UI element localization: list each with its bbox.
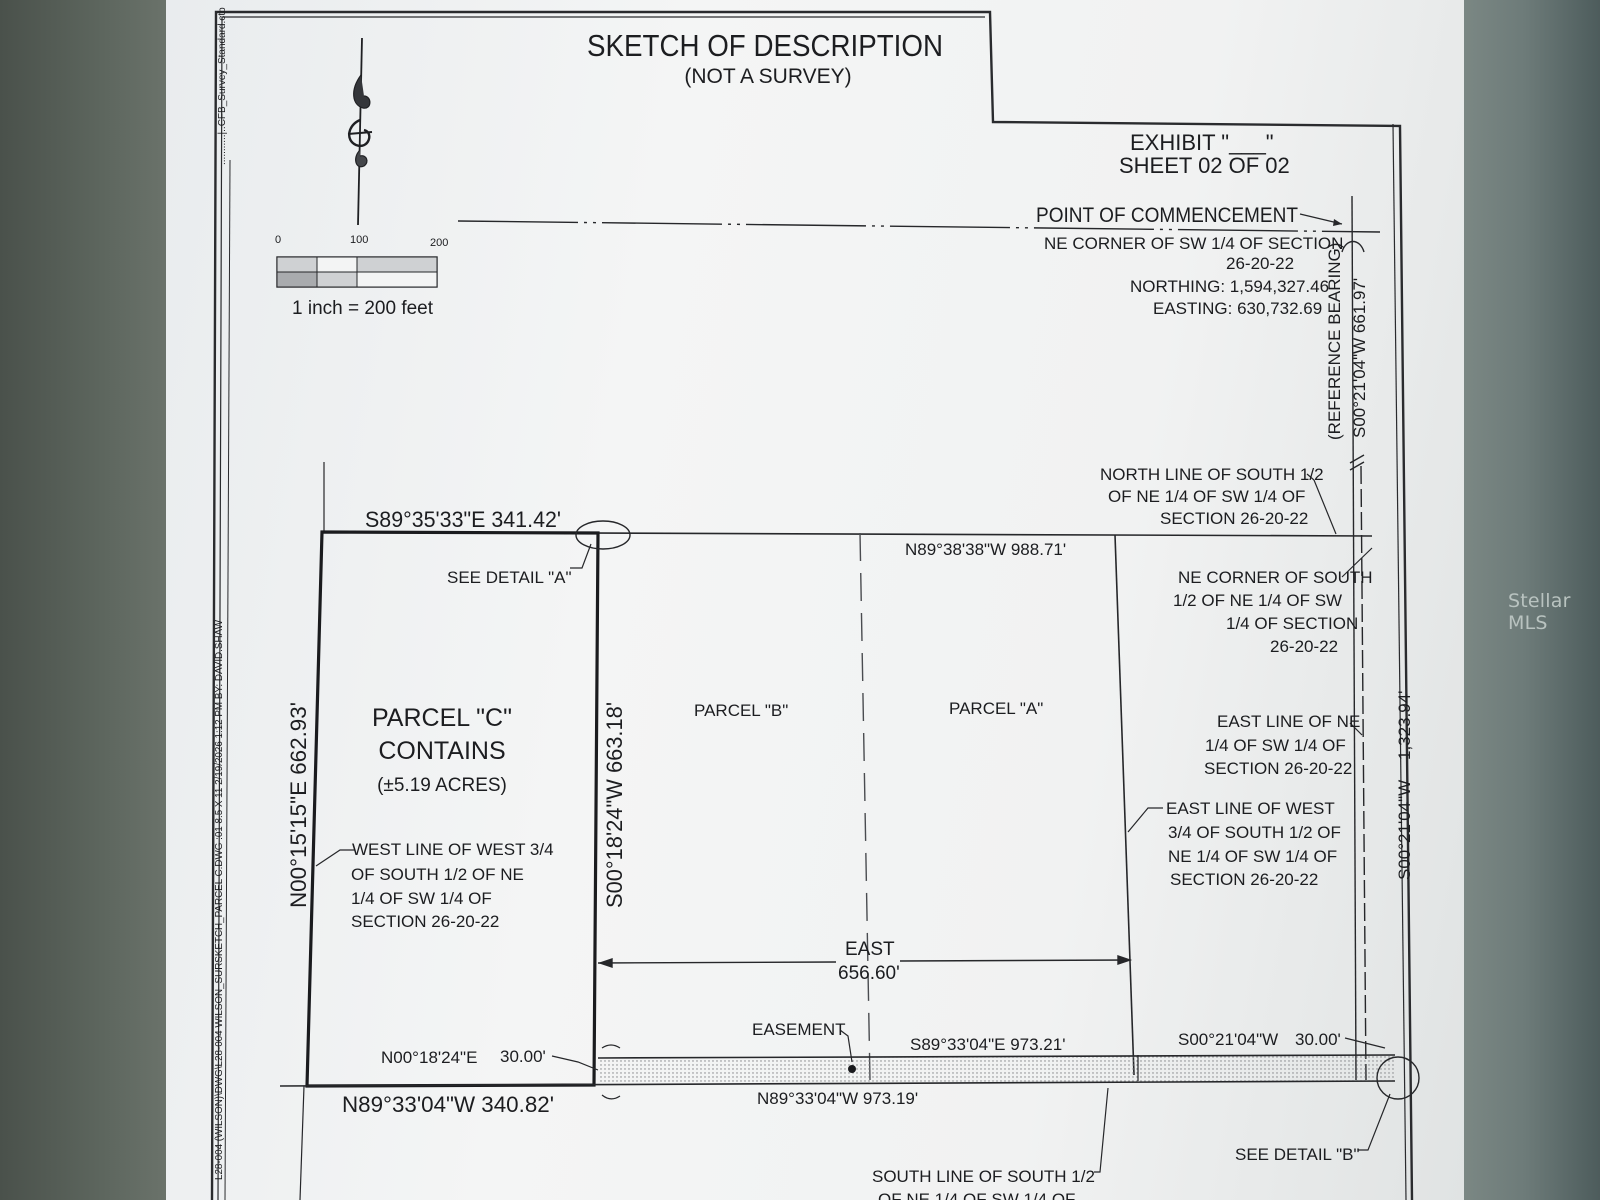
east-line-west-note-1: EAST LINE OF WEST xyxy=(1166,799,1335,818)
north-bearing: S89°35'33"E 341.42' xyxy=(365,507,561,532)
east-c-bearing: S00°18'24"W 663.18' xyxy=(602,702,627,908)
west-line-note-4: SECTION 26-20-22 xyxy=(351,912,499,931)
east-line-ne-note: EAST LINE OF NE 1/4 OF SW 1/4 OF SECTION… xyxy=(1204,712,1360,778)
point-of-commencement: POINT OF COMMENCEMENT NE CORNER OF SW 1/… xyxy=(457,195,1381,1081)
scale-tick-200: 200 xyxy=(430,237,448,249)
east-distance-right: 1,323.94' xyxy=(1395,691,1414,760)
parcel-c-contains: CONTAINS xyxy=(378,737,505,765)
file-info: ...........|..CFB_Survey_Standard.ctb xyxy=(217,7,228,165)
leader-lines xyxy=(315,473,1386,1173)
east-line-west-note: EAST LINE OF WEST 3/4 OF SOUTH 1/2 OF NE… xyxy=(1166,799,1341,889)
east-line-west-note-2: 3/4 OF SOUTH 1/2 OF xyxy=(1168,823,1341,842)
ne-corner-note-4: 26-20-22 xyxy=(1270,637,1338,656)
east-line-west-3-4 xyxy=(1114,534,1135,1076)
scale-text: 1 inch = 200 feet xyxy=(292,298,434,319)
ne-corner-note-3: 1/4 OF SECTION xyxy=(1226,614,1358,633)
scale-bar: 0 100 200 1 inch = 200 feet xyxy=(275,234,448,319)
easement-label: EASEMENT xyxy=(752,1020,846,1039)
parcel-c-name: PARCEL "C" xyxy=(372,704,512,732)
inner-c-distance: 30.00' xyxy=(500,1047,546,1066)
easement-strip xyxy=(279,1054,1396,1087)
west-bearing: N00°15'15"E 662.93' xyxy=(286,702,311,908)
sheet-subtitle: (NOT A SURVEY) xyxy=(684,65,851,88)
sheet-border xyxy=(210,10,1414,1200)
easement-top-bearing: S89°33'04"E 973.21' xyxy=(910,1035,1065,1054)
north-line-note-1: NORTH LINE OF SOUTH 1/2 xyxy=(1100,465,1324,484)
south-c-bearing: N89°33'04"W 340.82' xyxy=(342,1092,554,1117)
table-surface-right xyxy=(1450,0,1600,1200)
east-line-west-note-3: NE 1/4 OF SW 1/4 OF xyxy=(1168,847,1337,866)
commencement-line2: 26-20-22 xyxy=(1226,254,1294,273)
see-detail-b: SEE DETAIL "B" xyxy=(1235,1145,1360,1164)
northing: NORTHING: 1,594,327.46 xyxy=(1130,277,1329,296)
exhibit-label: EXHIBIT "___" xyxy=(1130,130,1274,155)
north-line-note-3: SECTION 26-20-22 xyxy=(1160,509,1308,528)
north-long-bearing: N89°38'38"W 988.71' xyxy=(905,540,1066,559)
parcel-c-boundary xyxy=(305,530,600,1088)
plot-info: L28-004 (WILSON)\DWG\L28-004 WILSON_SURS… xyxy=(214,619,225,1180)
north-arrow-icon xyxy=(347,37,373,226)
east-dimension xyxy=(597,955,1133,968)
east-bearing-right: S00°21'04"W xyxy=(1395,780,1414,880)
inner-c-bearing: N00°18'24"E xyxy=(381,1048,477,1067)
east-line-ne-note-3: SECTION 26-20-22 xyxy=(1204,759,1352,778)
north-line-note: NORTH LINE OF SOUTH 1/2 OF NE 1/4 OF SW … xyxy=(1100,465,1324,528)
west-line-note-1: WEST LINE OF WEST 3/4 xyxy=(352,840,554,859)
east-bearing-top: S00°21'04"W 661.97' xyxy=(1350,278,1369,438)
parcel-a-label: PARCEL "A" xyxy=(949,699,1043,718)
ne-corner-note-2: 1/2 OF NE 1/4 OF SW xyxy=(1173,591,1342,610)
east-line-west-note-4: SECTION 26-20-22 xyxy=(1170,870,1318,889)
ne-corner-note-1: NE CORNER OF SOUTH xyxy=(1178,568,1373,587)
s00-bottom-bearing: S00°21'04"W xyxy=(1178,1030,1278,1049)
parcel-c-acres: (±5.19 ACRES) xyxy=(377,775,507,796)
watermark: Stellar MLS xyxy=(1508,590,1571,634)
table-surface-left xyxy=(0,0,170,1200)
scale-tick-100: 100 xyxy=(350,234,368,246)
detail-a-circle xyxy=(575,520,631,550)
west-line-note-3: 1/4 OF SW 1/4 OF xyxy=(351,889,492,908)
east-distance: 656.60' xyxy=(838,963,900,984)
west-line-note: WEST LINE OF WEST 3/4 OF SOUTH 1/2 OF NE… xyxy=(351,840,554,931)
east-line-ne-note-2: 1/4 OF SW 1/4 OF xyxy=(1205,736,1346,755)
east-label: EAST xyxy=(845,939,895,960)
detail-b-circle xyxy=(1376,1056,1420,1100)
easting: EASTING: 630,732.69 xyxy=(1153,299,1322,318)
parcel-b-label: PARCEL "B" xyxy=(694,701,788,720)
south-line-note: SOUTH LINE OF SOUTH 1/2 OF NE 1/4 OF SW … xyxy=(872,1167,1095,1200)
commencement-label: POINT OF COMMENCEMENT xyxy=(1036,204,1298,227)
east-line-ne-note-1: EAST LINE OF NE xyxy=(1217,712,1360,731)
north-line-note-2: OF NE 1/4 OF SW 1/4 OF xyxy=(1108,487,1305,506)
scale-tick-0: 0 xyxy=(275,234,281,246)
easement-bottom-bearing: N89°33'04"W 973.19' xyxy=(757,1089,918,1108)
ne-corner-south-note: NE CORNER OF SOUTH 1/2 OF NE 1/4 OF SW 1… xyxy=(1173,568,1373,656)
south-line-note-2: OF NE 1/4 OF SW 1/4 OF xyxy=(878,1190,1075,1200)
s00-bottom-distance: 30.00' xyxy=(1295,1030,1341,1049)
survey-sheet xyxy=(166,0,1464,1200)
west-line-note-2: OF SOUTH 1/2 OF NE xyxy=(351,865,524,884)
reference-bearing: (REFERENCE BEARING) xyxy=(1325,243,1344,440)
sheet-number: SHEET 02 OF 02 xyxy=(1119,153,1290,178)
sheet-title: SKETCH OF DESCRIPTION xyxy=(587,28,943,63)
commencement-line1: NE CORNER OF SW 1/4 OF SECTION xyxy=(1044,234,1343,253)
parcel-ab-divider xyxy=(859,532,871,1081)
south-line-note-1: SOUTH LINE OF SOUTH 1/2 xyxy=(872,1167,1095,1186)
see-detail-a: SEE DETAIL "A" xyxy=(447,568,572,587)
